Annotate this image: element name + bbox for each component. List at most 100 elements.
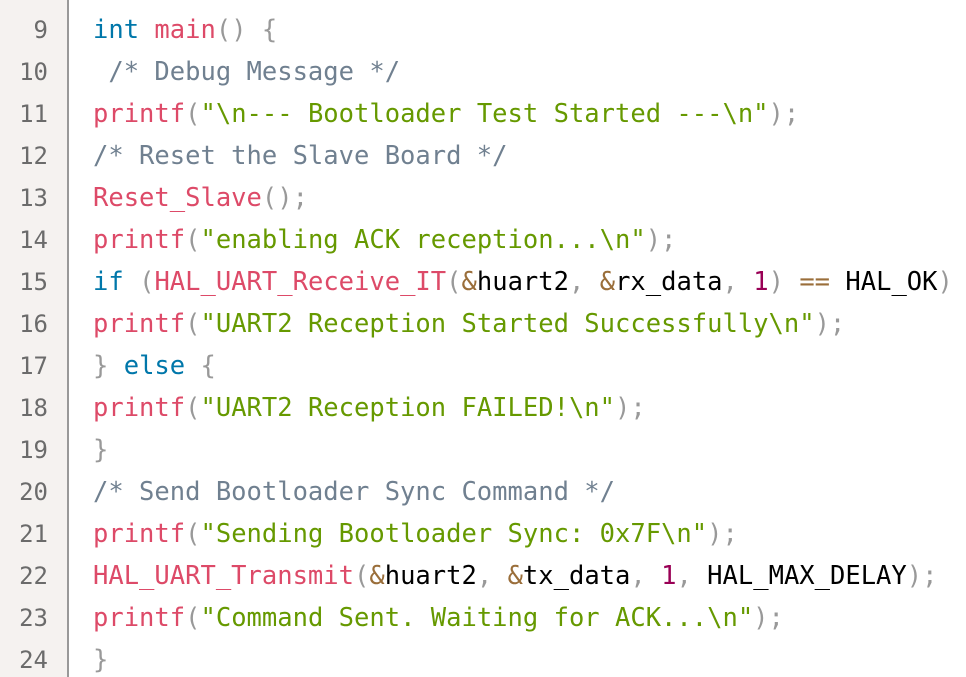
code-token <box>646 561 661 591</box>
code-line[interactable]: 10 /* Debug Message */ <box>0 51 966 93</box>
code-text: } <box>93 429 108 471</box>
code-token: /* Send Bootloader Sync Command */ <box>93 477 615 507</box>
code-token: ); <box>768 99 800 129</box>
code-token <box>139 15 154 45</box>
code-token: Reset_Slave <box>93 183 262 213</box>
code-token: ( <box>185 99 201 129</box>
code-text: printf("UART2 Reception Started Successf… <box>93 303 845 345</box>
code-line[interactable]: 12 /* Reset the Slave Board */ <box>0 135 966 177</box>
code-token <box>738 267 753 297</box>
code-line[interactable]: 18 printf("UART2 Reception FAILED!\n"); <box>0 387 966 429</box>
code-token: ); <box>707 519 738 549</box>
code-text: } else { <box>93 345 216 387</box>
code-token: , <box>568 267 585 297</box>
code-token: rx_data <box>615 267 723 297</box>
code-token: } <box>93 351 109 381</box>
code-token: ( <box>185 519 201 549</box>
code-token: huart2 <box>476 267 569 297</box>
code-line[interactable]: 24} <box>0 639 966 677</box>
code-token <box>124 267 139 297</box>
code-token: /* Reset the Slave Board */ <box>93 141 508 171</box>
code-text: /* Debug Message */ <box>93 51 400 93</box>
code-token <box>108 351 123 381</box>
code-text: printf("enabling ACK reception...\n"); <box>93 219 676 261</box>
line-number: 20 <box>19 478 48 506</box>
code-token: printf <box>93 519 186 549</box>
line-number: 16 <box>19 310 48 338</box>
code-token: ); <box>814 309 846 339</box>
code-token: else <box>123 351 186 381</box>
code-token <box>247 15 262 45</box>
code-token: ); <box>645 225 677 255</box>
code-token: printf <box>93 309 186 339</box>
code-text: HAL_UART_Transmit(&huart2, &tx_data, 1, … <box>93 555 937 597</box>
code-token: HAL_OK <box>830 267 938 297</box>
code-token: & <box>507 561 523 591</box>
code-line[interactable]: 11 printf("\n--- Bootloader Test Started … <box>0 93 966 135</box>
code-token <box>784 267 799 297</box>
code-text: /* Send Bootloader Sync Command */ <box>93 471 615 513</box>
code-token: { <box>200 351 216 381</box>
code-text: /* Reset the Slave Board */ <box>93 135 508 177</box>
code-line[interactable]: 19} <box>0 429 966 471</box>
code-token: , <box>476 561 493 591</box>
code-token: "UART2 Reception Started Successfully\n" <box>200 309 815 339</box>
code-line[interactable]: 17} else { <box>0 345 966 387</box>
code-token: int <box>93 15 140 45</box>
code-line[interactable]: 16 printf("UART2 Reception Started Succes… <box>0 303 966 345</box>
code-token: , <box>630 561 646 591</box>
line-number: 12 <box>19 142 48 170</box>
code-text: printf("Command Sent. Waiting for ACK...… <box>93 597 784 639</box>
code-token: ( <box>446 267 462 297</box>
code-token: , <box>676 561 692 591</box>
line-number: 19 <box>19 436 48 464</box>
code-token: HAL_UART_Transmit <box>93 561 354 591</box>
code-token: ( <box>185 309 201 339</box>
gutter-divider <box>67 0 69 677</box>
code-token: ( <box>139 267 155 297</box>
code-token: , <box>722 267 738 297</box>
line-number: 18 <box>19 394 48 422</box>
code-token: } <box>93 645 109 675</box>
code-text: printf("UART2 Reception FAILED!\n"); <box>93 387 646 429</box>
code-token: if <box>93 267 124 297</box>
line-number: 17 <box>19 352 48 380</box>
code-token: "Sending Bootloader Sync: 0x7F\n" <box>200 519 708 549</box>
code-token: } <box>93 435 109 465</box>
code-token: HAL_MAX_DELAY <box>691 561 907 591</box>
line-number: 10 <box>19 58 48 86</box>
code-token: ( <box>185 393 201 423</box>
code-token: ( <box>354 561 370 591</box>
code-token: ); <box>615 393 646 423</box>
line-number: 24 <box>19 646 48 674</box>
code-token <box>185 351 200 381</box>
code-text: int main() { <box>93 9 277 51</box>
code-token: "Command Sent. Waiting for ACK...\n" <box>200 603 754 633</box>
code-token: "enabling ACK reception...\n" <box>200 225 646 255</box>
code-line[interactable]: 13 Reset_Slave(); <box>0 177 966 219</box>
code-line[interactable]: 21 printf("Sending Bootloader Sync: 0x7F\… <box>0 513 966 555</box>
code-line[interactable]: 22 HAL_UART_Transmit(&huart2, &tx_data, 1… <box>0 555 966 597</box>
line-number: 21 <box>19 520 48 548</box>
line-number: 22 <box>19 562 48 590</box>
code-token: printf <box>93 99 186 129</box>
code-token: (); <box>261 183 308 213</box>
code-text: printf("\n--- Bootloader Test Started --… <box>93 93 799 135</box>
line-number: 13 <box>19 184 48 212</box>
code-token <box>492 561 507 591</box>
line-number-gutter <box>0 0 67 677</box>
code-token: main <box>154 15 216 45</box>
code-line[interactable]: 20 /* Send Bootloader Sync Command */ <box>0 471 966 513</box>
line-number: 11 <box>19 100 48 128</box>
code-text: } <box>93 639 108 677</box>
code-token: printf <box>93 603 186 633</box>
code-text: printf("Sending Bootloader Sync: 0x7F\n"… <box>93 513 738 555</box>
code-token: & <box>369 561 385 591</box>
code-token: /* Debug Message */ <box>93 57 401 87</box>
code-token: tx_data <box>522 561 631 591</box>
